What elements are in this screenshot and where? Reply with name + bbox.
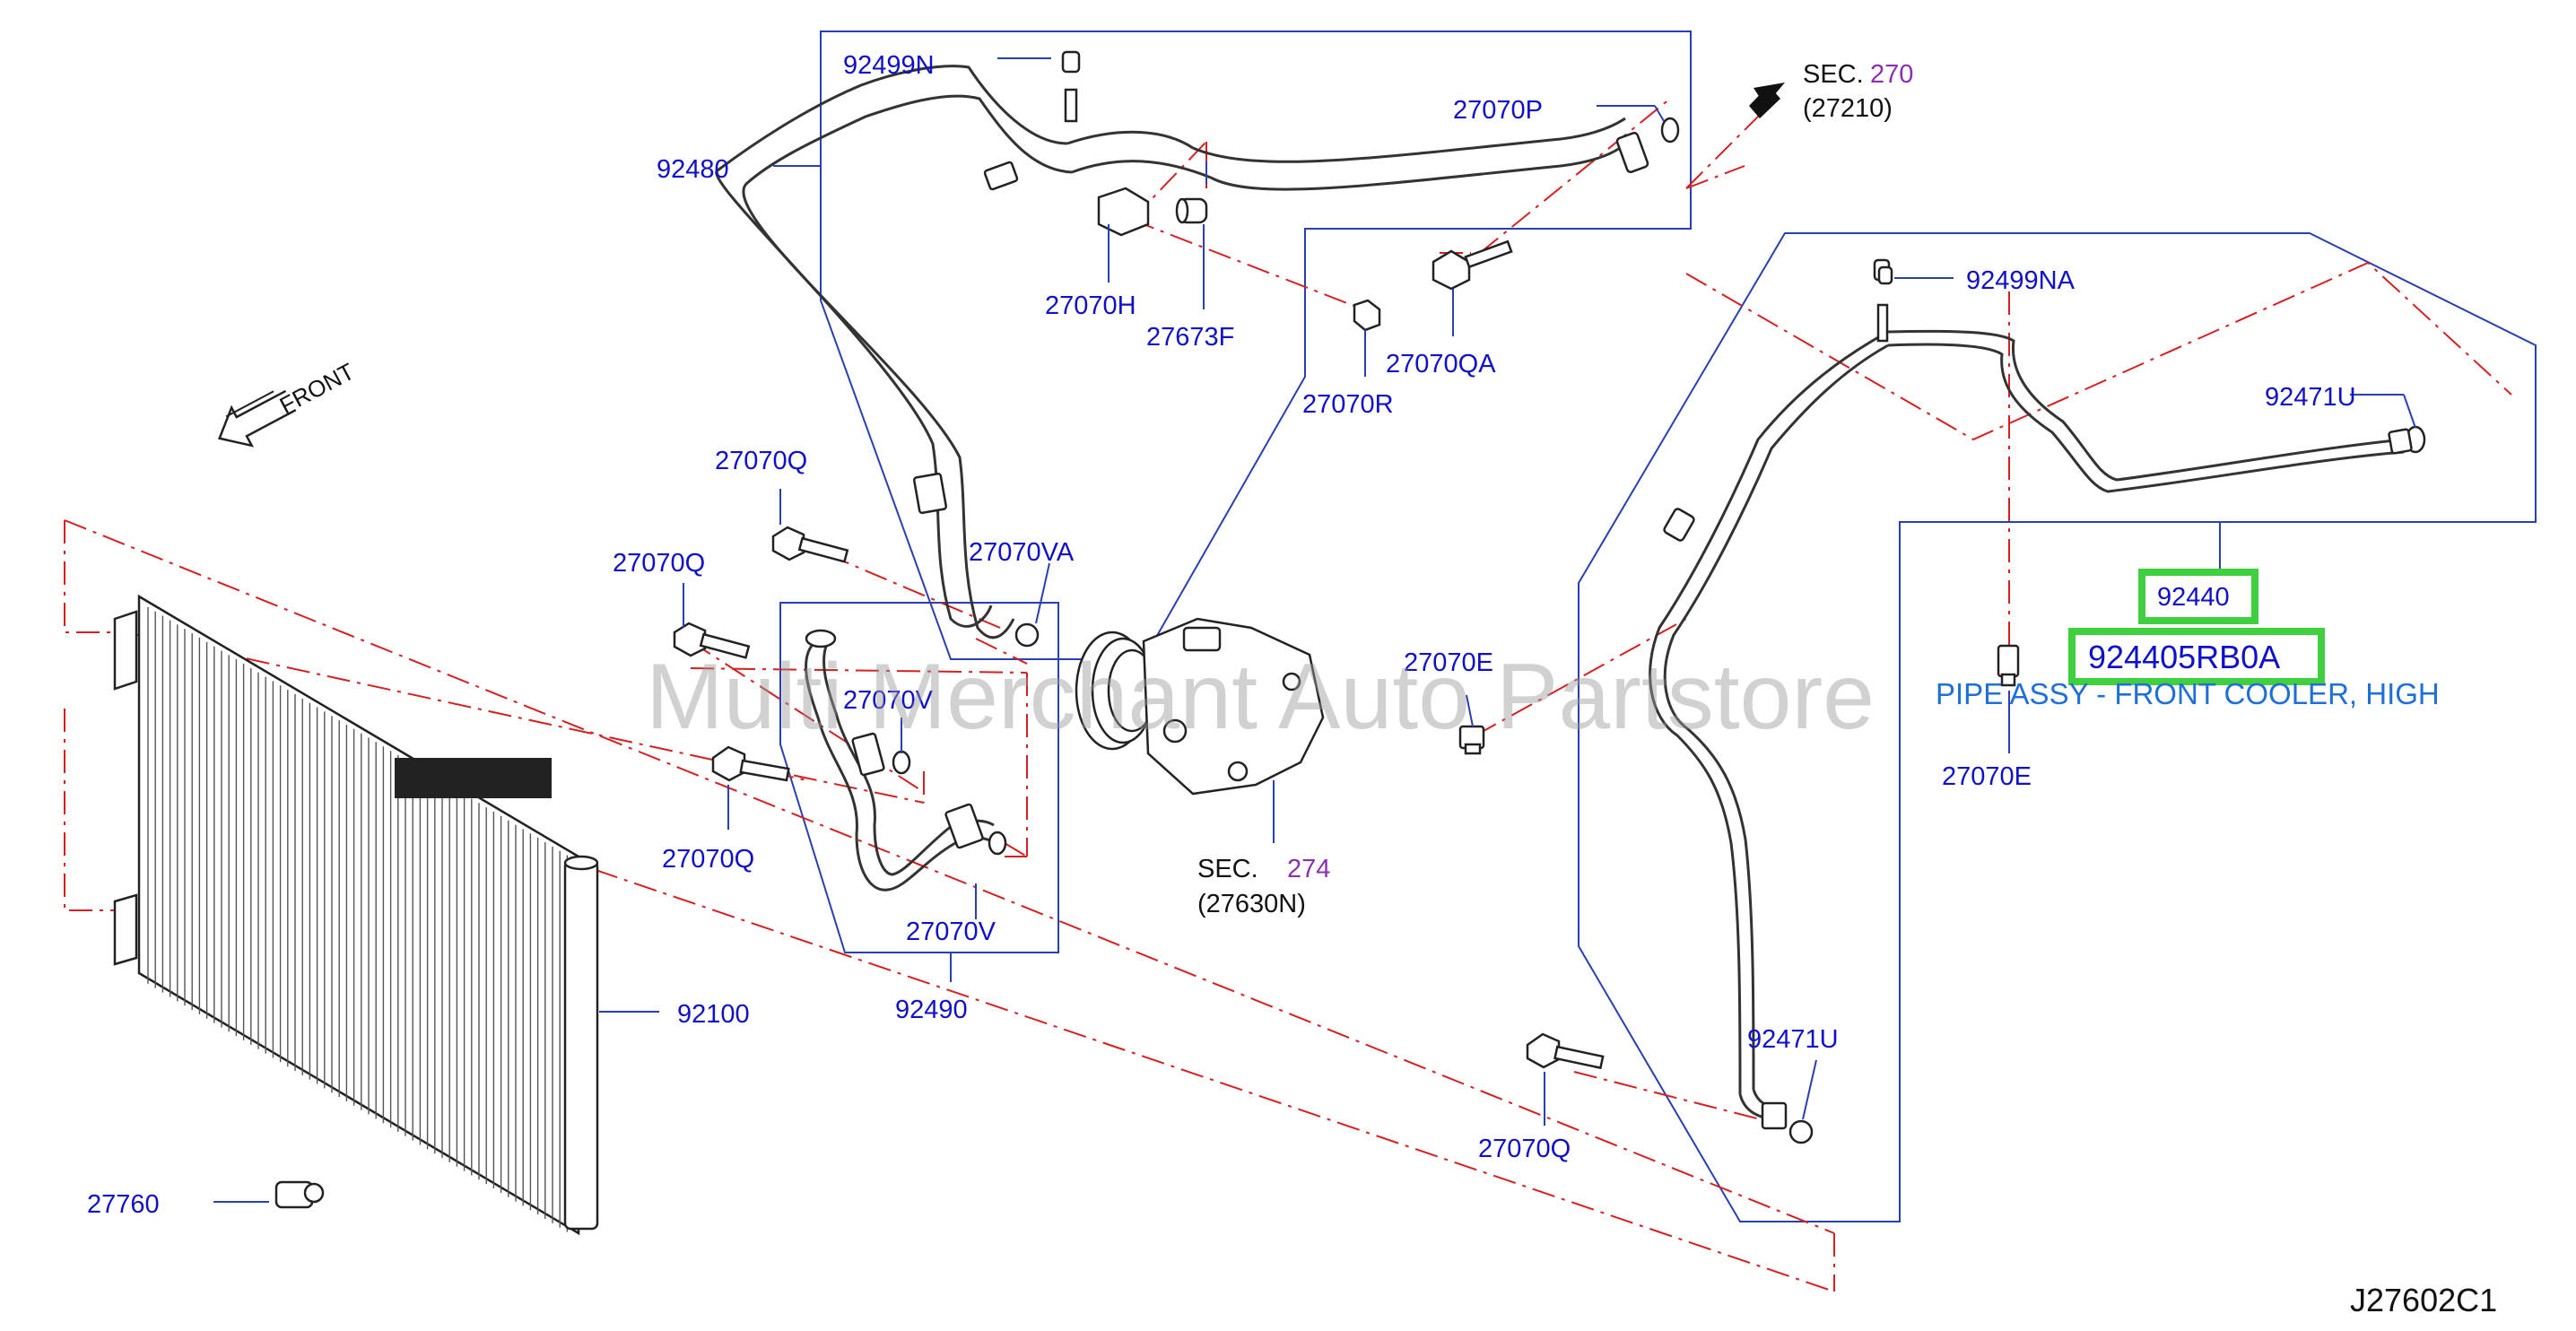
condenser-92100 [113, 594, 599, 1236]
bolt-27070Q-right [1526, 1032, 1605, 1070]
label-27070Q-top: 27070Q [715, 447, 807, 475]
watermark: Multi Merchant Auto Partstore [646, 645, 1875, 749]
pipe-92440 [1649, 258, 2426, 1144]
label-92471U-bot: 92471U [1747, 1025, 1839, 1054]
highlight-part-number: 92440 [2157, 583, 2230, 612]
label-27673F: 27673F [1146, 323, 1234, 352]
label-27070Q-right: 27070Q [1478, 1135, 1571, 1163]
label-27070H: 27070H [1045, 291, 1136, 320]
compressor-27630N [1075, 617, 1325, 796]
highlight-description: PIPE ASSY - FRONT COOLER, HIGH [1936, 677, 2440, 710]
label-27070Q-low: 27070Q [662, 845, 754, 874]
label-27760: 27760 [87, 1190, 160, 1219]
highlight-full-part-number: 924405RB0A [2088, 639, 2280, 675]
sec-270-arrow [1749, 83, 1785, 118]
sec-274-prefix: SEC. [1197, 855, 1258, 883]
bolt-27070Q-mid [673, 622, 751, 659]
leader-lines [213, 57, 2416, 1203]
diagram-reference: J27602C1 [2350, 1282, 2497, 1318]
label-92471U-top: 92471U [2265, 383, 2356, 412]
label-27070E-right: 27070E [1942, 762, 2032, 791]
seal-27673F [1175, 197, 1208, 224]
front-label: FRONT [275, 358, 359, 420]
label-92100: 92100 [677, 1000, 750, 1029]
label-27070V-top: 27070V [843, 686, 934, 715]
label-92490: 92490 [895, 996, 968, 1024]
sec-274-sub: (27630N) [1197, 890, 1306, 918]
bolt-27070Q-top [771, 526, 849, 563]
label-92499N: 92499N [843, 51, 935, 80]
clip-27070E-left [1458, 725, 1485, 755]
label-27070QA: 27070QA [1386, 350, 1496, 378]
group-box-92440 [1578, 232, 2537, 1222]
sec-270-prefix: SEC. [1803, 60, 1864, 89]
label-27070E-left: 27070E [1404, 648, 1493, 677]
oring-27070P [1660, 117, 1680, 144]
sec-270-number: 270 [1870, 60, 1913, 89]
front-arrow [217, 389, 297, 448]
sec-274-number: 274 [1287, 855, 1330, 883]
label-27070P: 27070P [1453, 96, 1543, 125]
label-27070V-bot: 27070V [906, 918, 996, 946]
bolt-92499NA [1877, 265, 1893, 285]
sensor-27760 [274, 1180, 325, 1209]
label-92499NA: 92499NA [1966, 266, 2076, 295]
highlight-box-92440 [2138, 569, 2258, 624]
sec-270-sub: (27210) [1803, 94, 1893, 123]
bolt-27070QA [1432, 239, 1513, 291]
label-27070R: 27070R [1302, 390, 1394, 419]
nut-27070R [1353, 299, 1381, 332]
label-92480: 92480 [657, 155, 729, 184]
hose-92480 [715, 65, 1649, 639]
clip-27070E-right [1997, 644, 2020, 687]
highlight-box-full-part-number [2068, 628, 2325, 685]
bolt-27070Q-low [711, 745, 790, 782]
label-27070Q-mid: 27070Q [613, 549, 705, 578]
pipe-92490 [805, 622, 1040, 892]
bracket-27070H [1097, 187, 1150, 237]
group-box-92480 [820, 30, 1692, 660]
label-27070VA: 27070VA [969, 538, 1075, 567]
bolt-92499N [1061, 50, 1081, 123]
